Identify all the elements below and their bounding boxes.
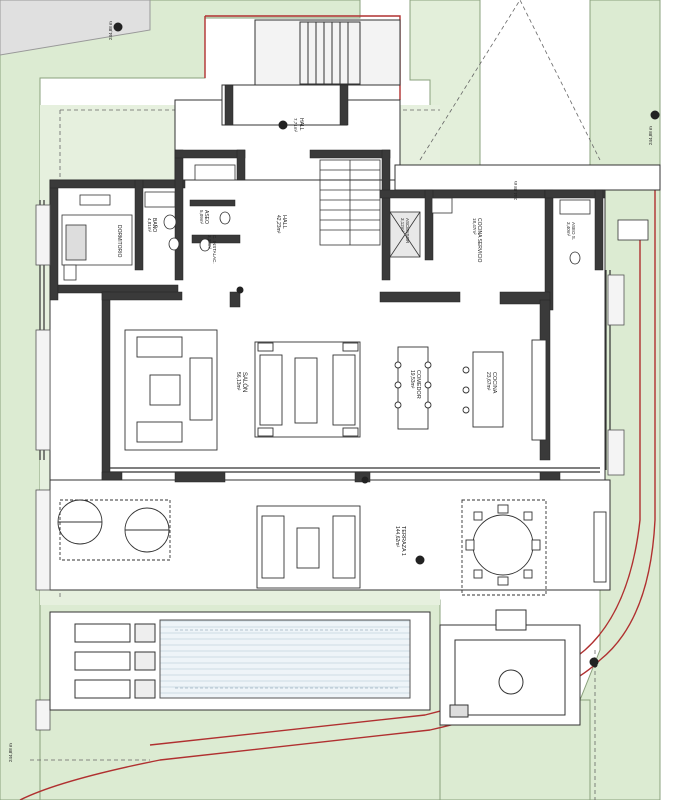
label-comedor: COMEDOR [415, 370, 421, 399]
elevator [389, 211, 421, 258]
label-cocina-area: 23,67m² [485, 372, 491, 391]
window-panels [35, 204, 625, 731]
level-markers [113, 22, 660, 668]
staircase [319, 159, 381, 246]
label-hall: HALL [281, 215, 287, 229]
pergola [439, 609, 581, 726]
access-road [0, 0, 151, 56]
pool [49, 611, 431, 711]
terrace-lounge-chairs [57, 499, 171, 561]
label-cocina-servicio-area: 18,47m² [472, 218, 477, 235]
label-hall-area: 42,23m² [275, 215, 281, 234]
label-aseo-area: 5,09m² [199, 210, 204, 225]
label-cocina: COCINA [491, 372, 497, 394]
label-salon-area: 56,13m² [235, 372, 241, 391]
label-hall-top-area: 7,71m² [293, 118, 298, 133]
label-comedor-area: 19,53m² [409, 370, 415, 389]
terrace-sofa [256, 505, 361, 589]
kitchen-island [462, 339, 547, 441]
label-dormitorio: DORMITORIO [116, 225, 122, 258]
room-labels: HALL 7,71m² HALL 42,23m² ASEO 5,09m² BAÑ… [116, 118, 576, 556]
dining-table [394, 346, 432, 430]
label-c-instalaciones: C. INSTALAC. [212, 235, 217, 264]
entry-steps [299, 21, 361, 85]
label-aseo: ASEO [203, 210, 209, 224]
label-terraza-area: 144,62m² [394, 526, 400, 547]
label-aseo-s-area: 3,40m² [566, 222, 571, 237]
terrace-round-table [461, 499, 607, 596]
label-banio: BAÑO [151, 218, 158, 232]
label-banio-area: 4,81m² [147, 218, 152, 233]
level-terrace-band: 244,88 m [513, 181, 518, 200]
label-hall-top: HALL [298, 118, 304, 131]
level-right-top: 244,88 m [648, 126, 653, 145]
label-cocina-servicio: COCINA SERVICIO [476, 218, 482, 262]
label-terraza: TERRAZA 1 [400, 526, 406, 556]
label-aseo-s: ASEO S. [571, 222, 576, 240]
label-ascensor-area: 3,12m² [400, 218, 405, 233]
label-c-instalaciones-area: 3,38m² [207, 235, 212, 250]
label-salon: SALÓN [241, 372, 248, 392]
salon-furniture [124, 329, 361, 451]
level-top-left: 244,88 m [108, 21, 113, 40]
bathroom-fixtures [144, 164, 649, 265]
label-ascensor: ASCENSOR [405, 218, 410, 244]
level-bottom-left: 244,88 m [8, 743, 13, 762]
level-labels: 244,88 m 244,88 m 244,88 m 244,88 m [8, 21, 653, 762]
bedroom-furniture [61, 194, 133, 281]
